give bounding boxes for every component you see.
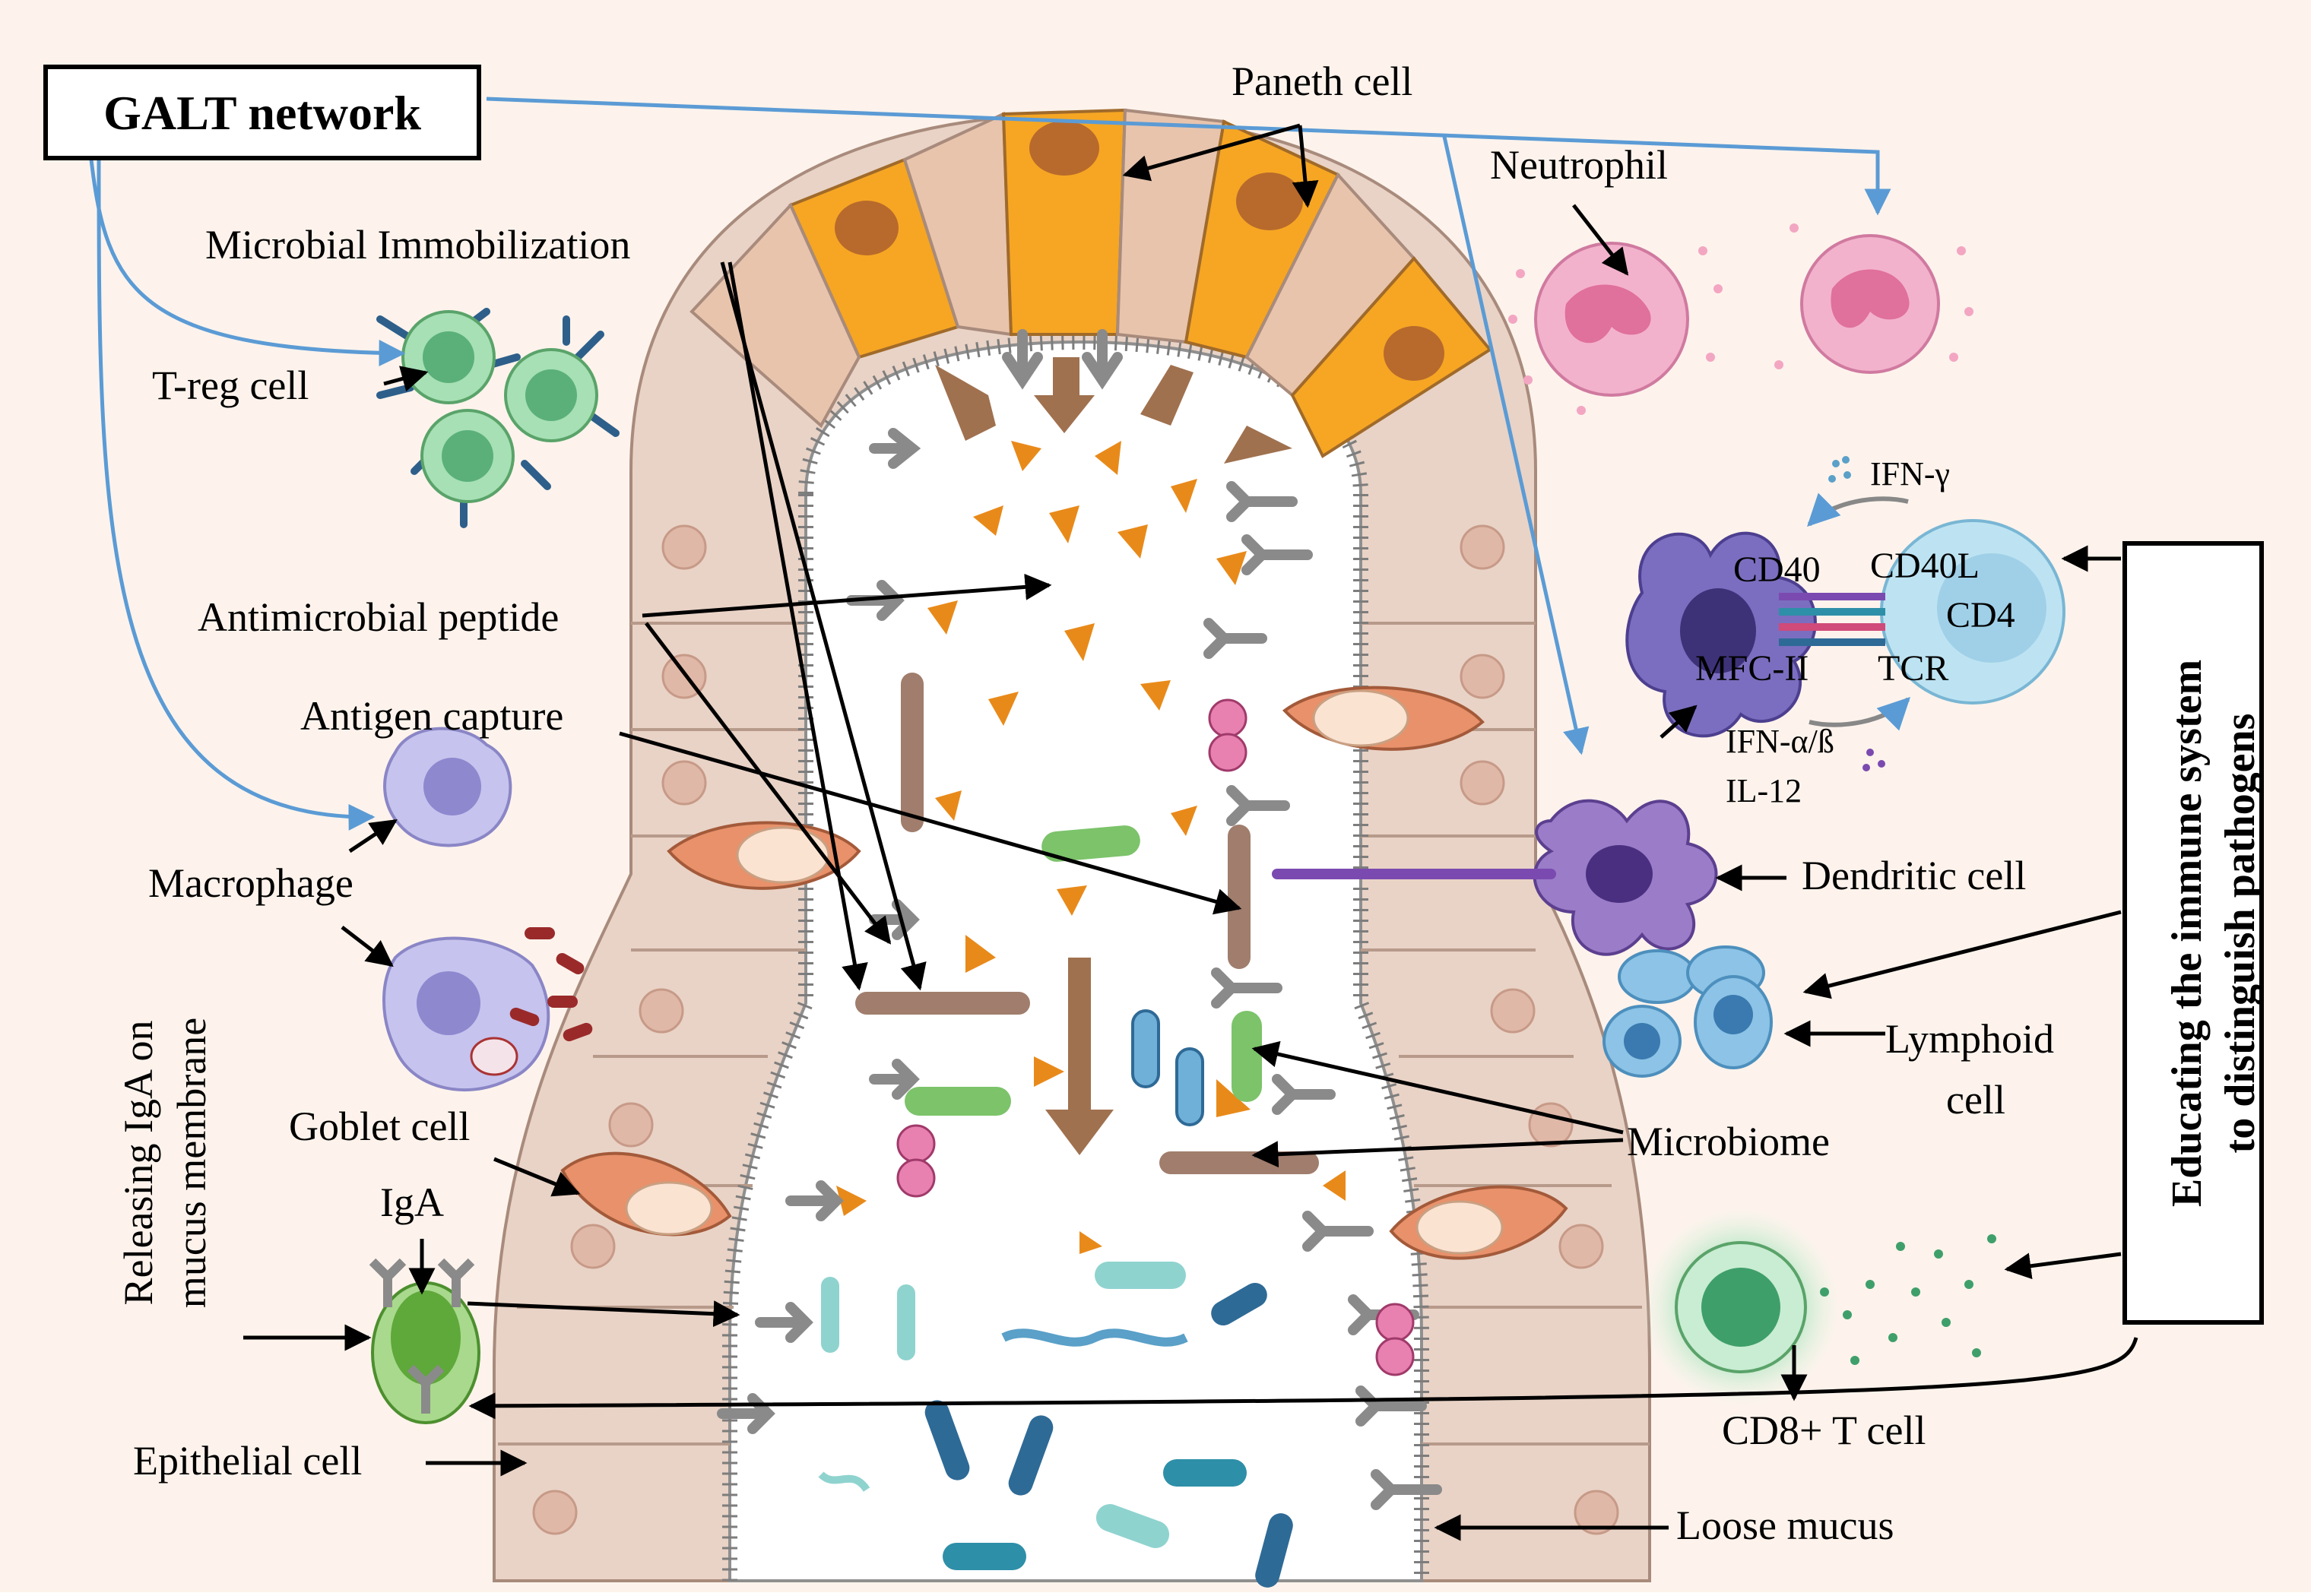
mol-il12: IL-12 xyxy=(1726,772,1802,809)
educating-immune-box xyxy=(2122,541,2264,1325)
paneth-nucleus xyxy=(835,201,899,255)
neutrophils xyxy=(1508,223,1973,415)
paneth-nucleus xyxy=(1384,326,1444,381)
label-neutrophil: Neutrophil xyxy=(1490,142,1668,188)
ifn-gamma-particles xyxy=(1828,456,1851,483)
ifn-ab-particles xyxy=(1862,749,1885,771)
label-cd8-t-cell: CD8+ T cell xyxy=(1722,1408,1926,1453)
mol-tcr: TCR xyxy=(1878,648,1948,689)
galt-network-title: GALT network xyxy=(103,86,421,140)
label-epithelial-cell: Epithelial cell xyxy=(133,1438,362,1484)
dendritic-cell xyxy=(1272,799,1718,956)
mol-cd40l: CD40L xyxy=(1870,546,1980,586)
lymphoid-cells xyxy=(1602,945,1773,1078)
cd8-t-cell xyxy=(1642,1208,1996,1406)
goblet-cell xyxy=(1282,686,1485,751)
paneth-nucleus xyxy=(1029,121,1099,176)
label-antimicrobial-peptide: Antimicrobial peptide xyxy=(198,594,559,640)
mol-cd4: CD4 xyxy=(1946,595,2015,635)
lumen-flow-arrow xyxy=(1045,958,1114,1155)
mol-ifn-gamma: IFN-γ xyxy=(1870,455,1950,492)
left-vertical-line1: Releasing IgA on xyxy=(116,1021,161,1306)
iga-secreting-cell xyxy=(369,1258,480,1424)
paneth-nucleus xyxy=(1236,173,1303,230)
label-dendritic-cell: Dendritic cell xyxy=(1802,853,2026,898)
label-microbiome: Microbiome xyxy=(1627,1119,1830,1164)
antimicrobial-peptides xyxy=(836,441,1346,1254)
label-goblet-cell: Goblet cell xyxy=(289,1104,470,1149)
side-panel-line1: Educating the immune system xyxy=(2164,660,2211,1207)
goblet-cells xyxy=(560,686,1568,1260)
microbiome-bacteria xyxy=(818,698,1415,1588)
label-lymphoid-cell-1: Lymphoid xyxy=(1885,1016,2054,1062)
left-vertical-line2: mucus membrane xyxy=(169,1018,214,1308)
label-arrows xyxy=(243,123,2138,1541)
paneth-cells xyxy=(689,108,1492,464)
label-antigen-capture: Antigen capture xyxy=(300,693,563,739)
dc-cd4-interaction xyxy=(1625,492,2065,738)
label-microbial-immobilization: Microbial Immobilization xyxy=(205,222,630,268)
mol-cd40: CD40 xyxy=(1733,549,1821,590)
galt-connectors xyxy=(89,97,1891,831)
mol-ifn-ab: IFN-α/ß xyxy=(1726,723,1834,760)
goblet-cell xyxy=(1389,1185,1568,1260)
paneth-cell xyxy=(689,202,861,429)
goblet-cell xyxy=(560,1151,732,1237)
label-treg-cell: T-reg cell xyxy=(152,363,309,408)
label-lymphoid-cell-2: cell xyxy=(1946,1077,2005,1123)
macrophages xyxy=(382,727,593,1091)
label-macrophage: Macrophage xyxy=(148,860,353,906)
label-iga: IgA xyxy=(380,1180,444,1225)
mol-mfc-ii: MFC-II xyxy=(1695,648,1809,689)
label-loose-mucus: Loose mucus xyxy=(1676,1503,1894,1548)
side-panel-line2: to distinguish pathogens xyxy=(2217,714,2264,1154)
galt-network-box xyxy=(43,65,481,160)
label-paneth-cell: Paneth cell xyxy=(1232,59,1412,104)
